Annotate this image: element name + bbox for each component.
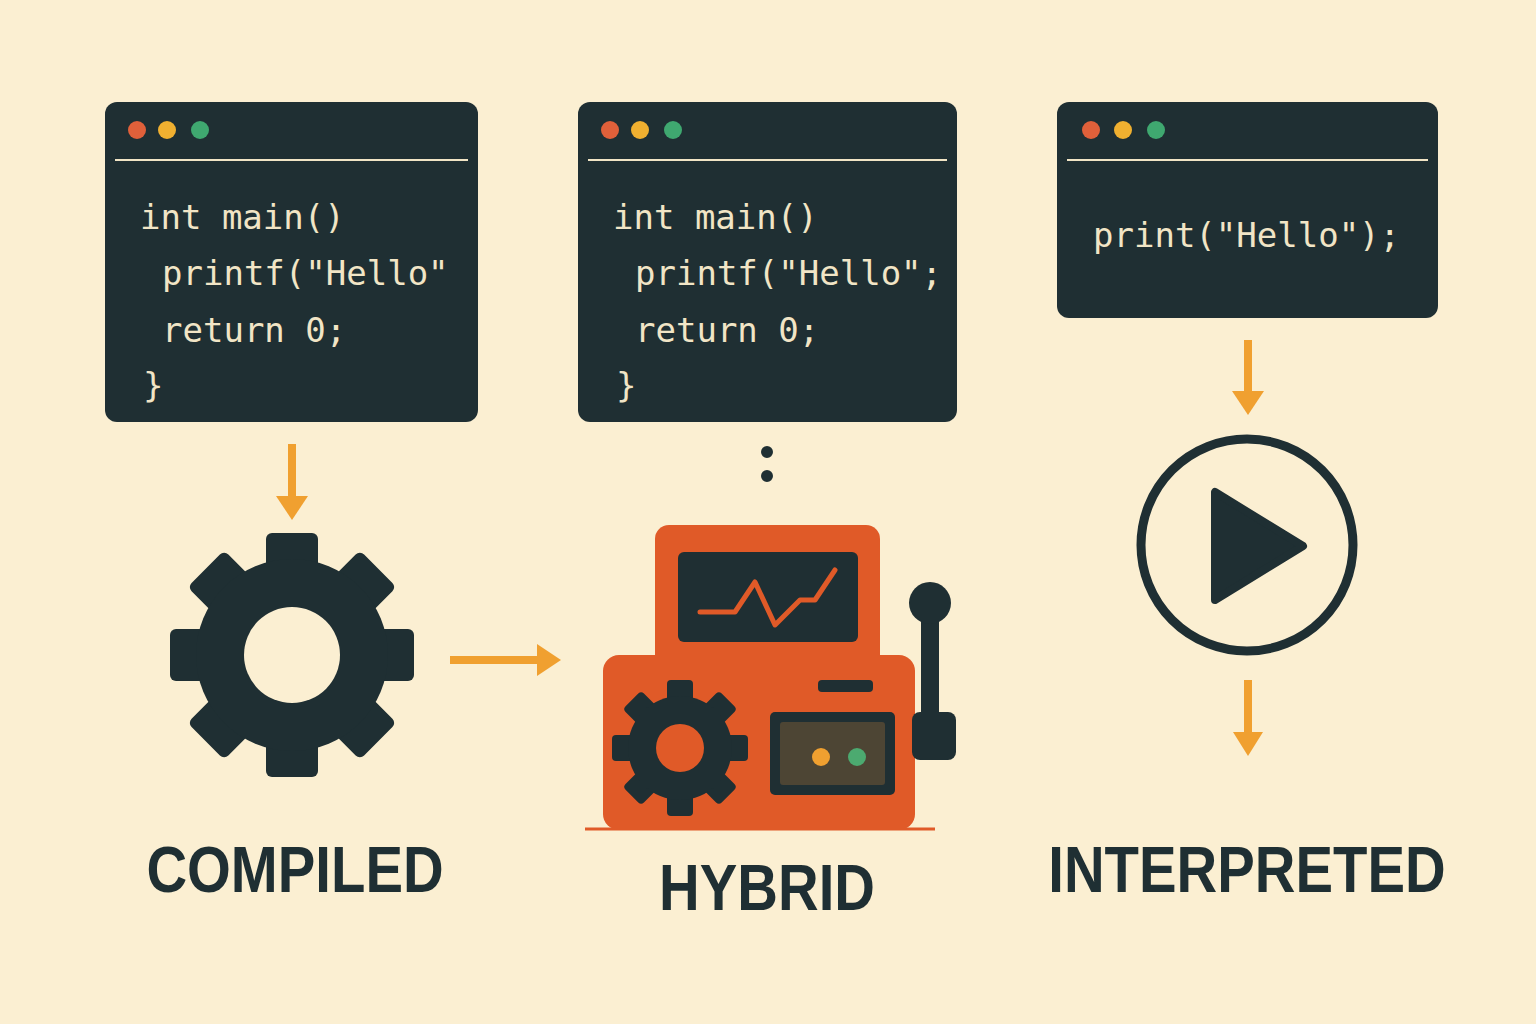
code-line: int main() xyxy=(140,197,345,237)
window-dot xyxy=(664,121,682,139)
code-line: } xyxy=(143,365,163,405)
gear-tooth xyxy=(266,727,318,777)
hybrid-machine-icon xyxy=(585,525,956,830)
window-dot xyxy=(631,121,649,139)
arrow-shaft xyxy=(1244,340,1252,395)
compiler-gear: COMPILED xyxy=(170,530,415,910)
code-window: print("Hello"); xyxy=(1057,102,1438,318)
gear-tooth xyxy=(701,691,738,728)
gear-tooth xyxy=(701,769,738,806)
machine-panel xyxy=(770,712,895,795)
flow-arrow xyxy=(450,644,561,676)
play-triangle xyxy=(1215,492,1303,600)
gear-tooth xyxy=(325,688,397,760)
arrow-shaft xyxy=(450,656,541,664)
window-dot xyxy=(601,121,619,139)
panel-light xyxy=(812,748,830,766)
machine-base xyxy=(603,655,915,830)
machine-slot xyxy=(818,680,873,692)
code-line: int main() xyxy=(613,197,818,237)
interpreter-play: INTERPRETED xyxy=(1030,435,1465,905)
window-header xyxy=(588,121,947,160)
machine-screen xyxy=(678,552,858,642)
flow-arrow xyxy=(1232,340,1264,415)
category-label: INTERPRETED xyxy=(1048,838,1445,902)
gear-body xyxy=(628,696,732,800)
gear-tooth xyxy=(667,790,693,816)
window-dot xyxy=(158,121,176,139)
play-icon xyxy=(1141,439,1353,651)
code-line: printf("Hello" xyxy=(162,253,449,293)
code-line: return 0; xyxy=(635,310,819,350)
arrow-head xyxy=(537,644,561,676)
panel-light xyxy=(848,748,866,766)
code-line: return 0; xyxy=(162,310,346,350)
machine-gear xyxy=(612,680,748,816)
lever-stick xyxy=(921,603,939,733)
window-dot xyxy=(191,121,209,139)
window-dot xyxy=(1147,121,1165,139)
machine-top xyxy=(655,525,880,670)
lever-knob xyxy=(909,582,951,624)
window-rule xyxy=(588,159,947,161)
arrow-head xyxy=(276,496,308,520)
hybrid-machine: HYBRID xyxy=(583,520,963,920)
window-header xyxy=(1067,121,1428,160)
code-window: int main() printf("Hello" return 0;} xyxy=(105,102,478,422)
gear-tooth xyxy=(187,550,259,622)
code-line: printf("Hello"; xyxy=(635,253,942,293)
window-rule xyxy=(115,159,468,161)
gear-body xyxy=(196,559,388,751)
gear-tooth xyxy=(364,629,414,681)
arrow-head xyxy=(1232,391,1264,415)
output-arrow xyxy=(1233,680,1263,756)
window-dot xyxy=(1114,121,1132,139)
gear-tooth xyxy=(667,680,693,706)
window-header xyxy=(115,121,468,160)
window-dot xyxy=(128,121,146,139)
gear-tooth xyxy=(623,769,660,806)
category-label: HYBRID xyxy=(659,856,875,920)
gear-tooth xyxy=(266,533,318,583)
gear-tooth xyxy=(187,688,259,760)
play-ring xyxy=(1141,439,1353,651)
arrow-shaft xyxy=(288,444,296,500)
lever-base xyxy=(912,712,956,760)
ground-line xyxy=(585,828,935,831)
panel-face xyxy=(780,722,885,785)
gear-tooth xyxy=(623,691,660,728)
arrow-shaft xyxy=(1244,680,1252,735)
code-line: } xyxy=(616,365,636,405)
gear-hole xyxy=(656,724,704,772)
window-dot xyxy=(1082,121,1100,139)
window-rule xyxy=(1067,159,1428,161)
code-window: int main() printf("Hello"; return 0;} xyxy=(578,102,957,422)
connector-dots xyxy=(761,452,773,500)
gear-icon xyxy=(170,533,414,777)
gear-tooth xyxy=(722,735,748,761)
screen-graph xyxy=(700,570,835,625)
gear-tooth xyxy=(325,550,397,622)
gear-hole xyxy=(244,607,340,703)
code-line: print("Hello"); xyxy=(1093,215,1400,255)
gear-tooth xyxy=(612,735,638,761)
category-label: COMPILED xyxy=(146,838,443,902)
arrow-head xyxy=(1233,732,1263,756)
gear-tooth xyxy=(170,629,220,681)
flow-arrow xyxy=(276,444,308,520)
dotted-connector xyxy=(767,452,768,500)
